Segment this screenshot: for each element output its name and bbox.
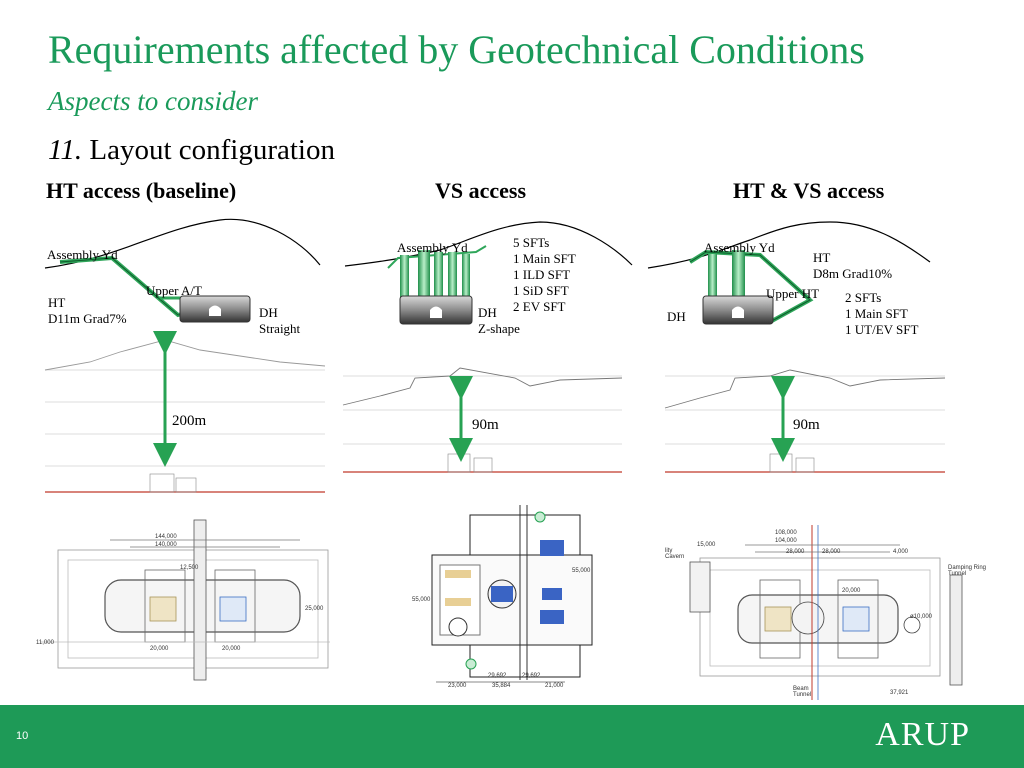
footer-bar (0, 705, 1024, 768)
cross-section-ht (44, 331, 326, 493)
dh-label: DH Z-shape (478, 305, 520, 337)
plan-dim-label: 104,000 (775, 538, 797, 544)
plan-dim-label: 20,000 (222, 646, 241, 652)
plan-dim-label: 21,000 (545, 683, 564, 689)
upper-ht-label: Upper HT (766, 286, 820, 301)
ht-label-line1: HT (48, 295, 66, 310)
sfts-list-item: 2 SFTs (845, 290, 882, 305)
sfts-list-item: 2 EV SFT (513, 299, 566, 314)
plan-view-ht (40, 519, 330, 681)
slide-subtitle: Aspects to consider (48, 86, 258, 116)
column-heading-ht-vs-access: HT & VS access (733, 178, 885, 203)
cross-section-ht-vs (664, 369, 946, 473)
plan-view-ht-vs (689, 525, 963, 700)
plan-dim-label: 140,000 (155, 542, 177, 548)
plan-dim-label: 29,692 (522, 673, 541, 679)
plan-view-vs (431, 505, 593, 683)
plan-dim-label: 37,921 (890, 690, 909, 696)
ht-label-line2: D8m Grad10% (813, 266, 893, 281)
plan-dim-label: 25,000 (305, 606, 324, 612)
shaft (434, 252, 443, 297)
sfts-list-item: 1 Main SFT (513, 251, 576, 266)
shaft (462, 254, 470, 297)
sfts-list: 2 SFTs 1 Main SFT 1 UT/EV SFT (845, 290, 918, 338)
shaft (708, 254, 717, 297)
dh-label: DH (667, 309, 686, 324)
plan-dim-label: ø10,000 (910, 614, 933, 620)
column-heading-ht-access: HT access (baseline) (46, 178, 237, 203)
ht-access-schematic (44, 218, 321, 323)
plan-dim-label: 11,000 (36, 640, 54, 646)
ht-label: HT D8m Grad10% (813, 250, 892, 282)
ht-label: HT D11m Grad7% (48, 295, 127, 327)
assembly-yard-label: Assembly Yd (704, 240, 775, 255)
plan-dim-label: 4,000 (893, 549, 909, 555)
ht-label-line2: D11m Grad7% (48, 311, 127, 326)
plan-dim-label: 20,000 (150, 646, 169, 652)
plan-dim-label: 15,000 (697, 542, 716, 548)
depth-label-vs: 90m (472, 417, 499, 433)
sfts-list-item: 5 SFTs (513, 235, 550, 250)
depth-label-ht-vs: 90m (793, 417, 820, 433)
depth-label-ht: 200m (172, 413, 207, 429)
plan-dim-label: 29,692 (488, 673, 507, 679)
ground-surface (44, 218, 321, 269)
dh-label-line1: DH (259, 305, 278, 320)
upper-at-label: Upper A/T (146, 283, 202, 298)
plan-dim-label: 144,000 (155, 534, 177, 540)
sfts-list-item: 1 SiD SFT (513, 283, 569, 298)
arup-logo: ARUP (875, 716, 970, 753)
dh-label-line2: Straight (259, 321, 301, 336)
vs-access-schematic (344, 221, 633, 325)
assembly-yard-label: Assembly Yd (397, 240, 468, 255)
ground-surface (344, 221, 633, 267)
shaft (400, 255, 409, 297)
assembly-yard-label: Assembly Yd (47, 247, 118, 262)
dh-label-line2: Z-shape (478, 321, 520, 336)
plan-dim-label: 28,000 (822, 549, 841, 555)
plan-dim-label: Beam Tunnel (793, 686, 812, 698)
dh-label-line1: DH (478, 305, 497, 320)
plan-dim-label: 28,000 (786, 549, 805, 555)
ht-label-line1: HT (813, 250, 831, 265)
column-heading-vs-access: VS access (435, 178, 527, 203)
plan-dim-label: 35,884 (492, 683, 511, 689)
plan-dim-label: 108,000 (775, 530, 797, 536)
plan-dim-label: Damping Ring Tunnel (948, 565, 987, 577)
slide-title: Requirements affected by Geotechnical Co… (48, 27, 865, 72)
ht-vs-access-schematic (647, 221, 931, 325)
section-text: Layout configuration (89, 134, 335, 166)
plan-dim-label: 20,000 (842, 588, 861, 594)
main-shaft (418, 250, 430, 297)
sfts-list: 5 SFTs 1 Main SFT 1 ILD SFT 1 SiD SFT 2 … (513, 235, 576, 315)
section-heading: 11. Layout configuration (48, 134, 335, 167)
plan-dim-label: 23,000 (448, 683, 467, 689)
ground-surface (647, 221, 931, 269)
layout-diagrams (40, 218, 963, 700)
sfts-list-item: 1 UT/EV SFT (845, 322, 919, 337)
dh-label: DH Straight (259, 305, 300, 337)
sfts-list-item: 1 Main SFT (845, 306, 908, 321)
plan-dim-label: lity Cavern (665, 548, 685, 560)
plan-dim-label: 12,500 (180, 565, 199, 571)
shaft (448, 252, 457, 297)
cross-section-vs (342, 367, 623, 473)
page-number: 10 (16, 730, 29, 742)
plan-dim-label: 55,000 (572, 568, 591, 574)
sfts-list-item: 1 ILD SFT (513, 267, 571, 282)
plan-dim-label: 55,000 (412, 597, 431, 603)
main-shaft (732, 250, 745, 297)
section-number: 11. (48, 134, 83, 166)
